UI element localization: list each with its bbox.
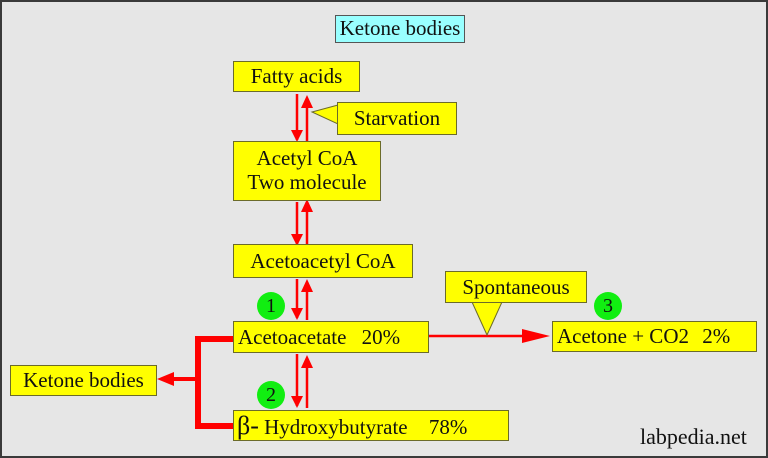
arrow-acetylcoa-to-acetoacetylcoa (291, 199, 313, 246)
node-percentage: 2% (702, 324, 731, 348)
node-label: Acetone + CO2 (557, 324, 689, 348)
watermark-text: labpedia.net (640, 424, 747, 449)
page-title: Ketone bodies (335, 15, 465, 43)
node-label: Ketone bodies (23, 368, 144, 392)
node-percentage: 78% (428, 415, 468, 439)
badge-label: 1 (266, 295, 276, 317)
badge-label: 3 (603, 295, 613, 317)
arrow-acetoacetate-to-acetone (428, 329, 550, 343)
spontaneous-callout-pointer (471, 301, 503, 337)
node-label: Fatty acids (250, 64, 343, 88)
arrow-acetoacetate-to-hydroxybutyrate (291, 354, 313, 408)
node-acetoacetyl-coa: Acetoacetyl CoA (233, 244, 413, 278)
node-label: Acetoacetyl CoA (250, 249, 396, 273)
node-label-line1: Acetyl CoA (256, 146, 358, 170)
title-text: Ketone bodies (339, 16, 461, 40)
callout-label: Starvation (353, 106, 441, 130)
node-percentage: 20% (361, 325, 401, 349)
arrow-fatty-to-acetylcoa (291, 94, 313, 142)
node-acetyl-coa: Acetyl CoA Two molecule (233, 141, 381, 201)
node-acetoacetate: Acetoacetate 20% (233, 321, 429, 353)
starvation-callout-pointer (310, 104, 339, 125)
badge-label: 2 (266, 384, 276, 406)
callout-label: Spontaneous (462, 275, 570, 299)
badge-2: 2 (257, 381, 285, 409)
node-fatty-acids: Fatty acids (233, 61, 360, 92)
beta-symbol: β- (237, 411, 259, 440)
badge-3: 3 (594, 292, 622, 320)
node-acetone: Acetone + CO2 2% (552, 321, 757, 352)
callout-starvation: Starvation (337, 102, 457, 135)
node-label: Hydroxybutyrate (264, 415, 408, 439)
badge-1: 1 (257, 292, 285, 320)
node-label-line2: Two molecule (247, 170, 367, 194)
watermark: labpedia.net (640, 424, 747, 450)
node-hydroxybutyrate: β- Hydroxybutyrate 78% (233, 410, 509, 441)
node-ketone-bodies: Ketone bodies (10, 365, 157, 396)
arrow-acetoacetylcoa-to-acetoacetate (291, 279, 313, 320)
callout-spontaneous: Spontaneous (445, 271, 587, 303)
node-label: Acetoacetate (238, 325, 347, 349)
arrow-bracket-to-ketone-bodies (157, 336, 233, 429)
